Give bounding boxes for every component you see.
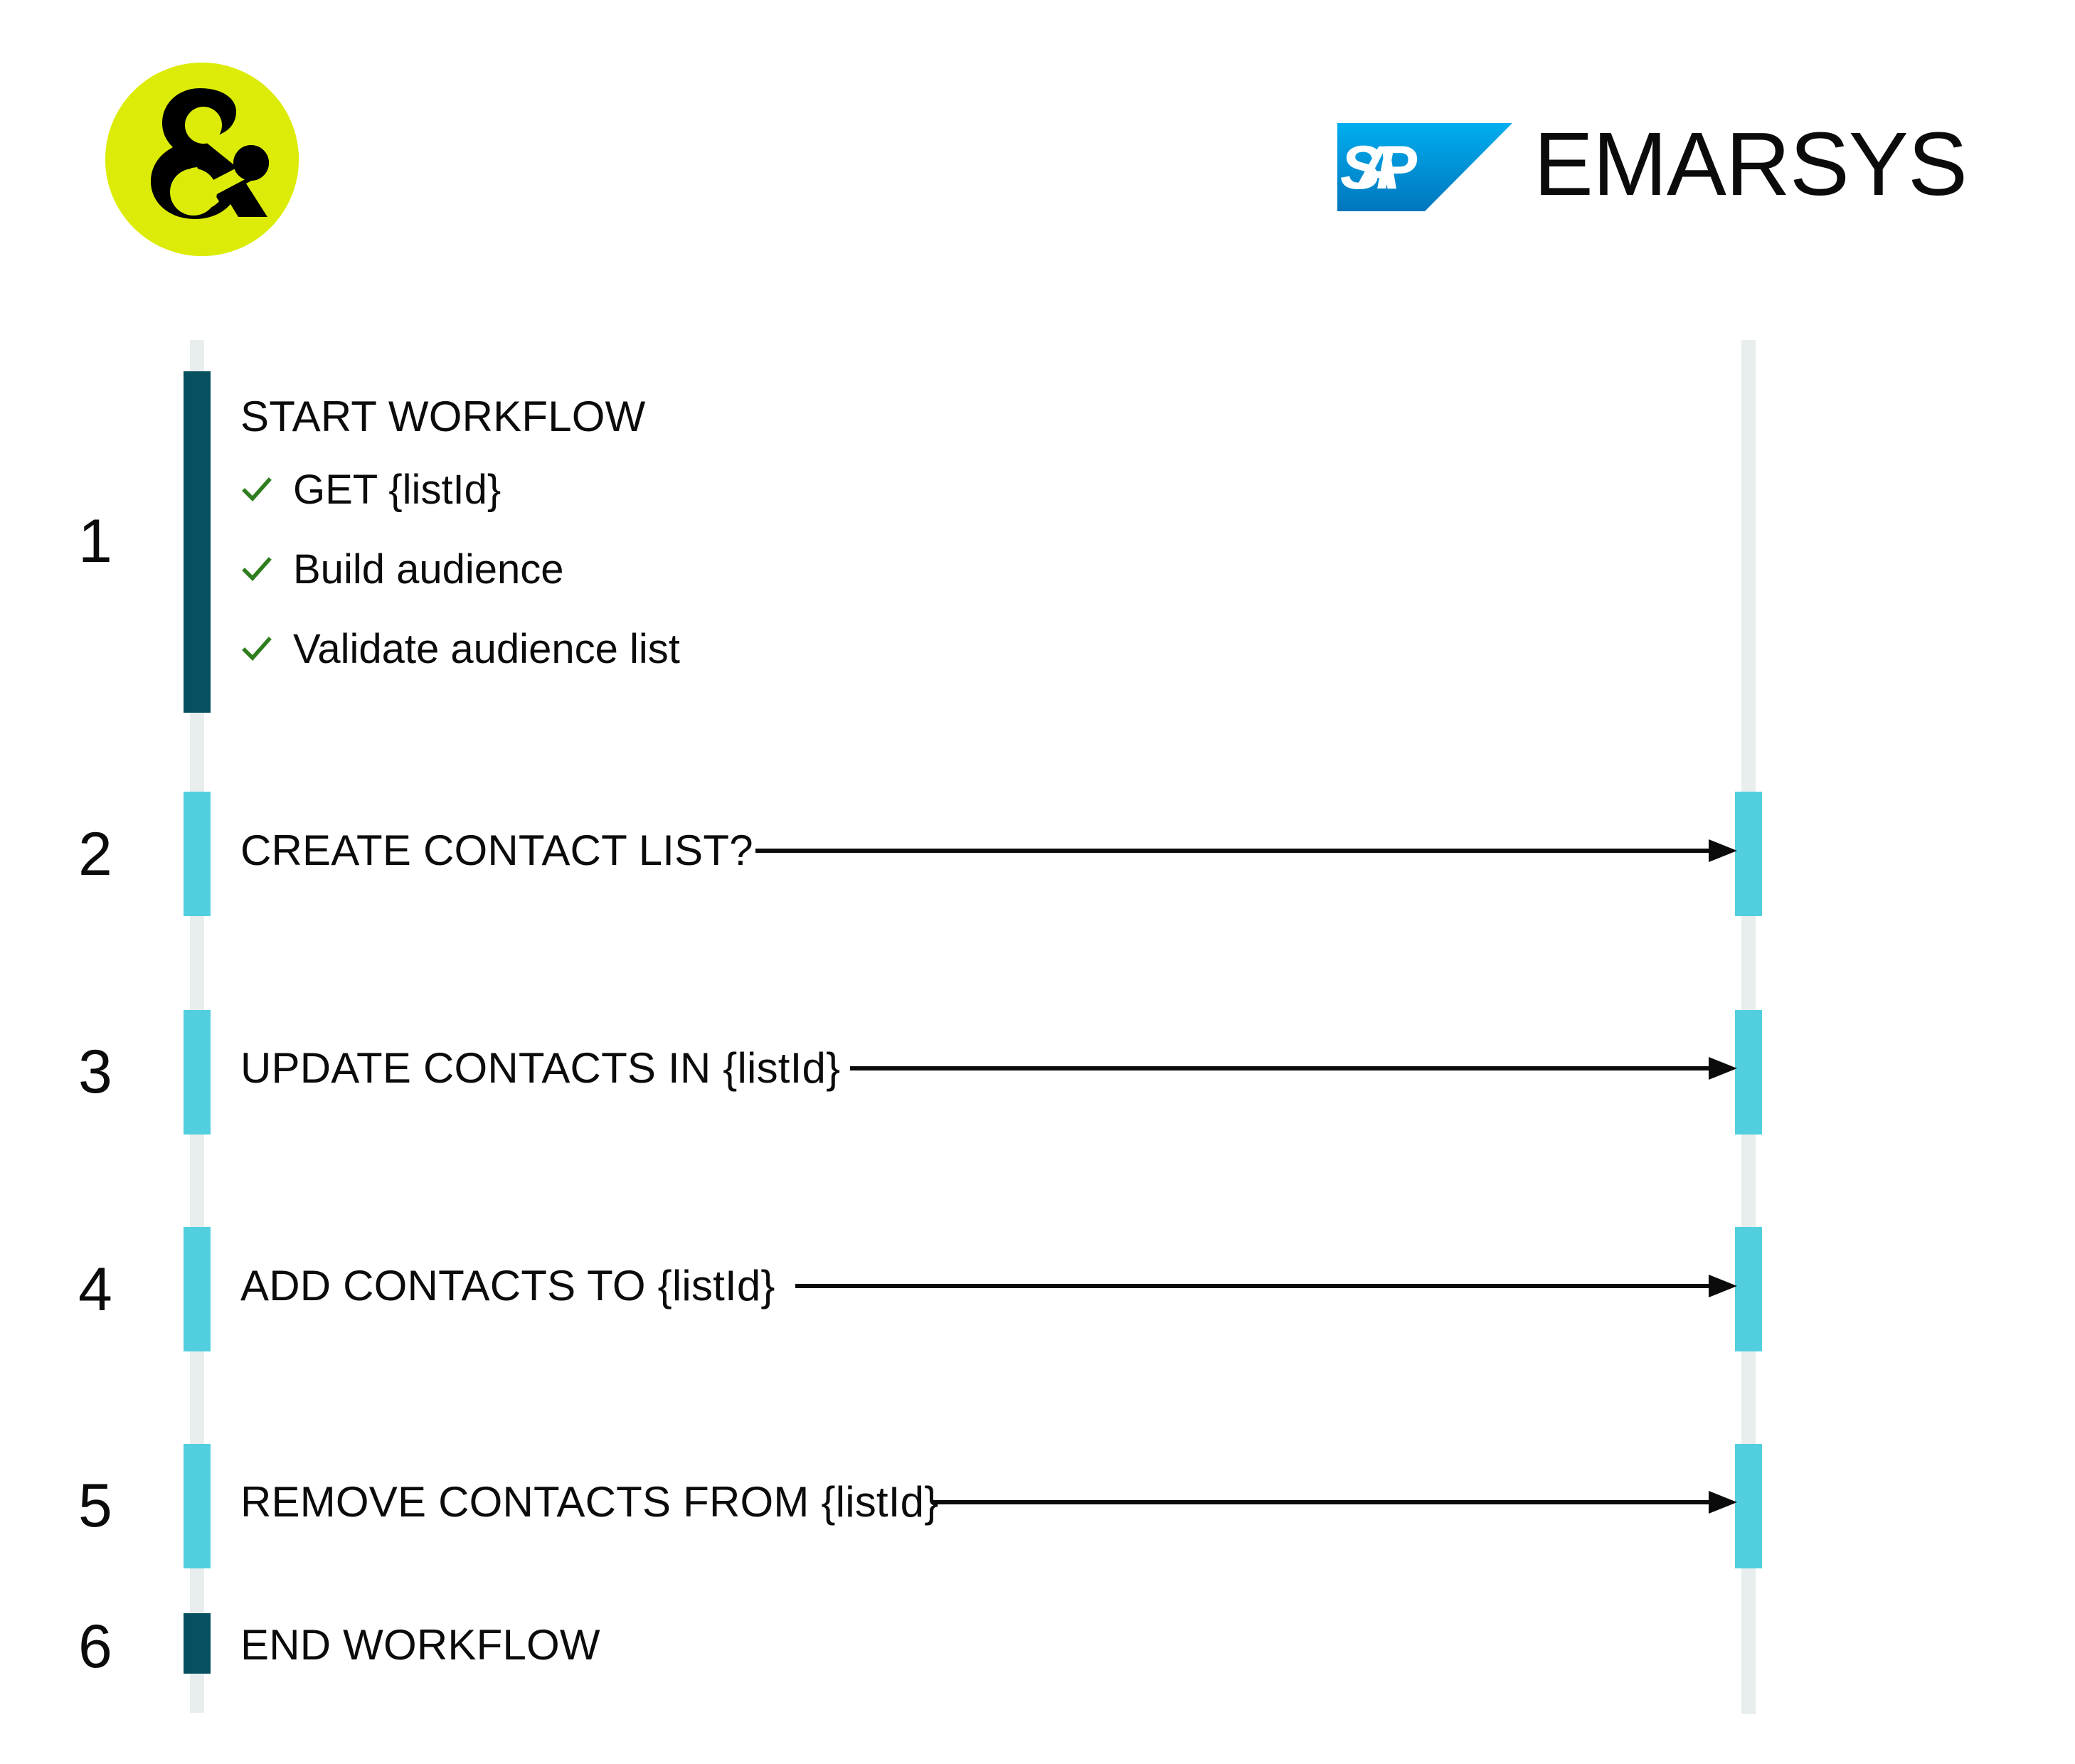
step-title-2: CREATE CONTACT LIST? [240,827,753,874]
activation-bar-step-3 [184,1010,211,1135]
check-icon [240,474,273,506]
activation-bar-step-1 [184,371,211,713]
step-number-3: 3 [78,1038,112,1106]
emarsys-wordmark: EMARSYS [1533,114,1968,214]
step-number-1: 1 [78,507,112,575]
activation-bar-step-3-right [1735,1010,1762,1135]
sub-item-label: GET {listId} [293,467,501,513]
check-icon [240,553,273,586]
step-number-5: 5 [78,1472,112,1540]
check-icon [240,633,273,666]
svg-text:SAP: SAP [1340,134,1418,202]
activation-bar-step-6 [184,1613,211,1674]
step-title-4: ADD CONTACTS TO {listId} [240,1262,775,1309]
activation-bar-step-4-right [1735,1227,1762,1351]
message-arrow-4 [795,1272,1737,1300]
sub-item-1-2: Build audience [240,549,564,590]
step-number-4: 4 [78,1255,112,1324]
activation-bar-step-5-right [1735,1444,1762,1568]
step-title-1: START WORKFLOW [240,393,646,440]
sub-item-label: Build audience [293,546,564,593]
step-number-6: 6 [78,1612,112,1681]
step-title-3: UPDATE CONTACTS IN {listId} [240,1044,841,1092]
message-arrow-2 [755,836,1737,865]
page-header: SAP EMARSYS [0,0,2075,313]
ampersand-circle-logo [105,63,299,256]
sub-item-1-3: Validate audience list [240,629,680,670]
step-title-5: REMOVE CONTACTS FROM {listId} [240,1478,939,1526]
activation-bar-step-2 [184,792,211,916]
step-title-6: END WORKFLOW [240,1621,600,1669]
activation-bar-step-5 [184,1444,211,1568]
sub-item-label: Validate audience list [293,626,680,672]
activation-bar-step-4 [184,1227,211,1351]
sub-item-1-1: GET {listId} [240,469,501,511]
step-number-2: 2 [78,820,112,888]
sap-logo-badge: SAP [1337,123,1512,211]
message-arrow-3 [850,1054,1737,1083]
sap-emarsys-logo: SAP EMARSYS [1337,114,1968,220]
message-arrow-5 [932,1488,1737,1516]
activation-bar-step-2-right [1735,792,1762,916]
